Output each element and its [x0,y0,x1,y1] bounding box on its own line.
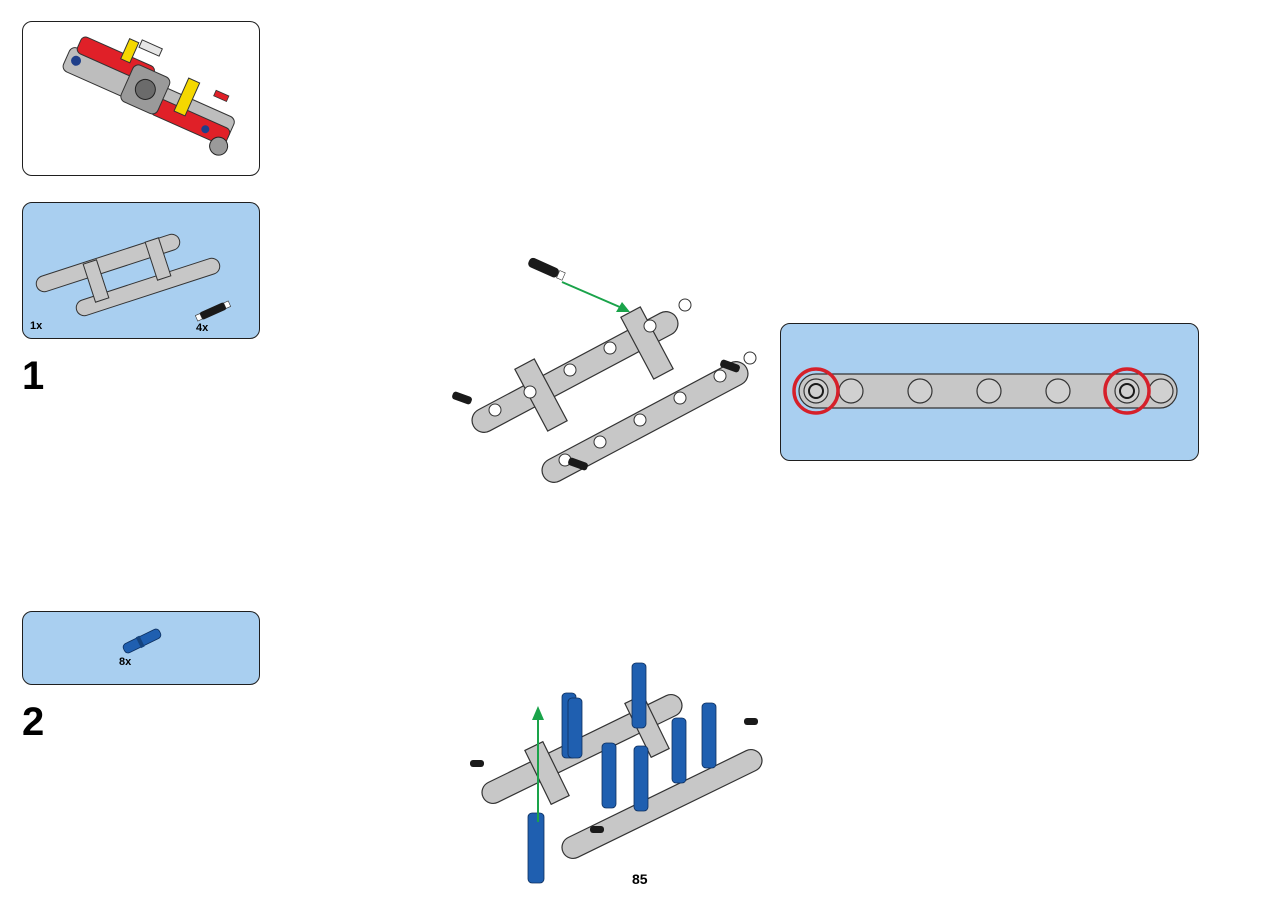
blue-axle-pin-icon [122,628,162,654]
page-number: 85 [632,871,648,887]
part-qty-blue-pin: 8x [119,656,132,668]
step-2-assembly [470,662,763,884]
step-1-number: 1 [22,354,45,398]
step-2-number: 2 [22,700,45,744]
step-1-detail-callout [780,323,1199,461]
step-1-assembly [452,257,757,483]
submodel-preview-panel [22,21,260,176]
highlight-circle-icon [792,367,840,415]
insert-arrow-icon [561,281,630,312]
step-2-parts-callout: 8x [22,611,260,685]
frame-part-icon [35,233,221,317]
insert-arrow-icon [532,706,544,822]
beam-detail [792,367,1178,415]
highlight-circle-icon [1103,367,1151,415]
step-1-parts-callout: 1x 4x [22,202,260,339]
submodel-preview-icon [62,36,235,156]
part-qty-frame: 1x [30,320,43,332]
part-qty-pin: 4x [196,322,209,334]
friction-pin-icon [194,300,232,322]
